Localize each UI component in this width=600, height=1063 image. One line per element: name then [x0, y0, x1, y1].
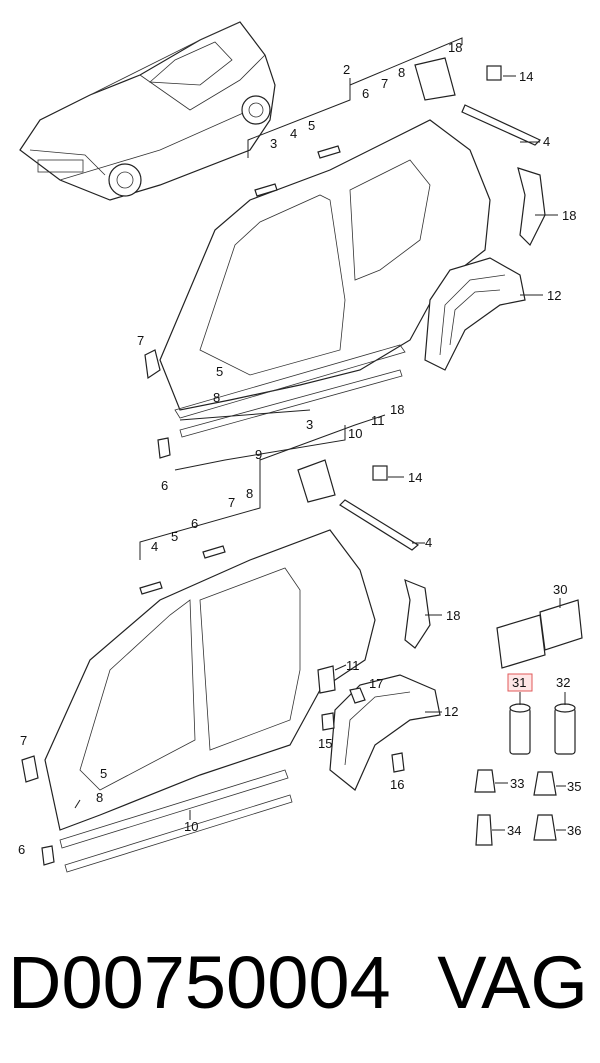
callout-31: 31 [512, 675, 526, 690]
callout-10-mid: 10 [348, 426, 362, 441]
callout-16: 16 [390, 777, 404, 792]
callout-18-top: 18 [448, 40, 462, 55]
callout-2: 2 [343, 62, 350, 77]
callout-35: 35 [567, 779, 581, 794]
callout-18-upper: 18 [562, 208, 576, 223]
brand-label: VAG [437, 941, 588, 1024]
footer: D00750004 VAG [0, 938, 600, 1028]
part-number: D00750004 [8, 941, 391, 1024]
callout-4-top-a: 4 [290, 126, 297, 141]
callout-4-top-b: 4 [543, 134, 550, 149]
callout-8-top: 8 [398, 65, 405, 80]
callout-10-lower: 10 [184, 819, 198, 834]
callout-7-upper: 7 [137, 333, 144, 348]
car-illustration [19, 21, 276, 201]
callout-36: 36 [567, 823, 581, 838]
callout-12-upper: 12 [547, 288, 561, 303]
callout-34: 34 [507, 823, 521, 838]
callout-8-upper: 8 [213, 390, 220, 405]
callout-6-lower: 6 [18, 842, 25, 857]
callout-18-mid: 18 [390, 402, 404, 417]
callout-6-top: 6 [362, 86, 369, 101]
callout-3-mid: 3 [306, 417, 313, 432]
callout-11-mid: 11 [371, 413, 385, 428]
callout-14-lower: 14 [408, 470, 422, 485]
callout-7-lower: 7 [20, 733, 27, 748]
callout-15: 15 [318, 736, 332, 751]
callout-5-upper: 5 [216, 364, 223, 379]
callout-5-lower-top: 5 [171, 529, 178, 544]
side-panel-upper [144, 57, 546, 459]
leader-lines [74, 37, 566, 831]
callout-9: 9 [255, 447, 262, 462]
callout-6-lower-top: 6 [191, 516, 198, 531]
callout-5-lower: 5 [100, 766, 107, 781]
loose-parts [474, 599, 583, 846]
callout-5-top: 5 [308, 118, 315, 133]
callout-8-lower: 8 [96, 790, 103, 805]
callout-7-lower-top: 7 [228, 495, 235, 510]
callout-4-lower-b: 4 [425, 535, 432, 550]
callout-14-top: 14 [519, 69, 533, 84]
callout-6-upper: 6 [161, 478, 168, 493]
callout-30: 30 [553, 582, 567, 597]
callout-8-lower-top: 8 [246, 486, 253, 501]
callout-4-lower-top: 4 [151, 539, 158, 554]
callout-11-lower: 11 [346, 658, 360, 673]
callout-3-top: 3 [270, 136, 277, 151]
callout-labels: 18 2 8 7 6 14 5 4 3 4 18 12 7 5 8 18 11 … [18, 40, 581, 857]
callout-12-lower: 12 [444, 704, 458, 719]
side-panel-lower [21, 459, 441, 873]
callout-33: 33 [510, 776, 524, 791]
callout-17: 17 [369, 676, 383, 691]
callout-18-lower: 18 [446, 608, 460, 623]
callout-7-top: 7 [381, 76, 388, 91]
callout-32: 32 [556, 675, 570, 690]
highlight-box-31 [507, 673, 533, 692]
